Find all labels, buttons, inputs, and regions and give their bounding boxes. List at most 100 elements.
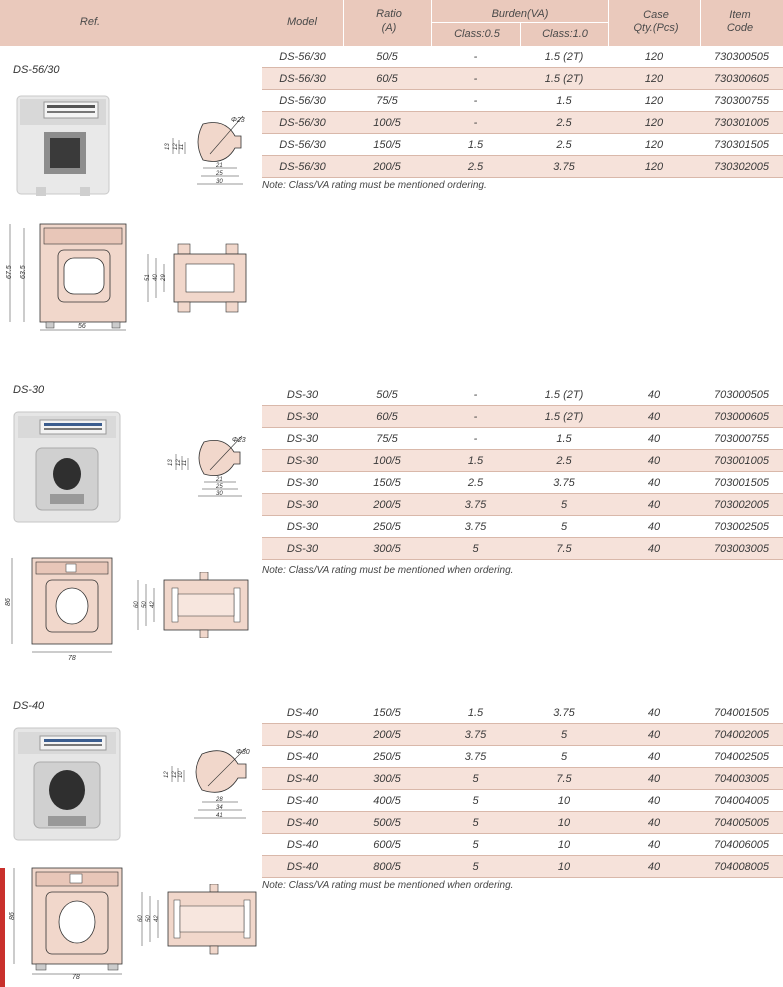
dim-text: 12 <box>176 459 182 466</box>
cell-model: DS-56/30 <box>262 89 343 112</box>
dim-text: 12 <box>164 771 170 778</box>
cell-c10: 3.75 <box>520 702 608 724</box>
cell-ratio: 500/5 <box>343 811 431 834</box>
cell-code: 730300605 <box>700 67 783 90</box>
cell-c05: 5 <box>431 855 520 878</box>
cell-c05: 2.5 <box>431 155 520 178</box>
dim-text: 67.5 <box>6 265 13 279</box>
cell-code: 730300505 <box>700 46 783 68</box>
dim-text: 21 <box>215 477 223 483</box>
cell-code: 704003005 <box>700 767 783 790</box>
front-dimension-drawing: 86 78 <box>9 867 123 980</box>
cell-c10: 7.5 <box>520 767 608 790</box>
cell-ratio: 60/5 <box>343 405 431 428</box>
dim-text: 42 <box>154 915 160 922</box>
cell-c10: 1.5 <box>520 89 608 112</box>
cell-ratio: 150/5 <box>343 133 431 156</box>
cell-code: 704002005 <box>700 723 783 746</box>
cell-ratio: 75/5 <box>343 89 431 112</box>
header-code: Code <box>726 22 754 34</box>
cell-c10: 1.5 <box>520 427 608 450</box>
cell-code: 703000505 <box>700 384 783 406</box>
product-photo-ds-56-30 <box>16 95 110 196</box>
dim-text: 11 <box>179 144 185 150</box>
cell-model: DS-56/30 <box>262 133 343 156</box>
cell-code: 704005005 <box>700 811 783 834</box>
cell-c10: 3.75 <box>520 155 608 178</box>
cell-c05: 5 <box>431 537 520 560</box>
cell-qty: 120 <box>608 89 700 112</box>
cell-qty: 40 <box>608 471 700 494</box>
cell-qty: 40 <box>608 537 700 560</box>
cell-c05: - <box>431 46 520 68</box>
cell-model: DS-40 <box>262 702 343 724</box>
cell-ratio: 400/5 <box>343 789 431 812</box>
cell-code: 703002005 <box>700 493 783 516</box>
cell-c05: 3.75 <box>431 515 520 538</box>
dim-text: 42 <box>150 601 156 608</box>
side-dimension-drawing: 51 40 29 <box>145 243 247 313</box>
dim-text: 21 <box>215 163 223 169</box>
dim-text: 50 <box>142 601 148 608</box>
cell-code: 704008005 <box>700 855 783 878</box>
cell-c05: - <box>431 67 520 90</box>
cell-c05: 5 <box>431 833 520 856</box>
cell-ratio: 300/5 <box>343 537 431 560</box>
cell-c05: - <box>431 427 520 450</box>
table-header: Ref. Model Ratio (A) Burden(VA) Class:0.… <box>0 0 783 46</box>
dim-text: 13 <box>168 459 174 466</box>
cell-model: DS-40 <box>262 833 343 856</box>
busbar-dimension-drawing: Φ30 12 12 10 28 34 41 <box>164 747 250 819</box>
cell-qty: 40 <box>608 702 700 724</box>
header-model: Model <box>287 16 317 28</box>
cell-qty: 40 <box>608 449 700 472</box>
cell-ratio: 50/5 <box>343 384 431 406</box>
cell-code: 703000605 <box>700 405 783 428</box>
cell-qty: 120 <box>608 67 700 90</box>
cell-code: 730300755 <box>700 89 783 112</box>
cell-ratio: 250/5 <box>343 515 431 538</box>
cell-ratio: 75/5 <box>343 427 431 450</box>
dim-text: 40 <box>153 274 159 281</box>
cell-code: 704002505 <box>700 745 783 768</box>
cell-qty: 120 <box>608 46 700 68</box>
cell-model: DS-30 <box>262 515 343 538</box>
cell-code: 703000755 <box>700 427 783 450</box>
cell-qty: 40 <box>608 789 700 812</box>
dim-text: 29 <box>161 274 167 282</box>
cell-model: DS-40 <box>262 723 343 746</box>
cell-model: DS-40 <box>262 745 343 768</box>
cell-qty: 40 <box>608 833 700 856</box>
dim-text: 30 <box>216 491 223 497</box>
dim-text: 12 <box>172 771 178 778</box>
cell-ratio: 200/5 <box>343 723 431 746</box>
cell-c10: 3.75 <box>520 471 608 494</box>
cell-ratio: 150/5 <box>343 471 431 494</box>
cell-qty: 40 <box>608 723 700 746</box>
dim-text: Φ23 <box>232 437 246 444</box>
product-photo-ds-30 <box>13 411 121 523</box>
side-dimension-drawing: 60 50 42 <box>134 572 249 638</box>
cell-code: 703001005 <box>700 449 783 472</box>
cell-model: DS-30 <box>262 427 343 450</box>
cell-qty: 40 <box>608 405 700 428</box>
cell-qty: 120 <box>608 111 700 134</box>
cell-c10: 1.5 (2T) <box>520 46 608 68</box>
dim-text: 10 <box>178 771 184 778</box>
cell-qty: 40 <box>608 515 700 538</box>
cell-c10: 10 <box>520 789 608 812</box>
header-burden: Burden(VA) <box>491 8 549 20</box>
